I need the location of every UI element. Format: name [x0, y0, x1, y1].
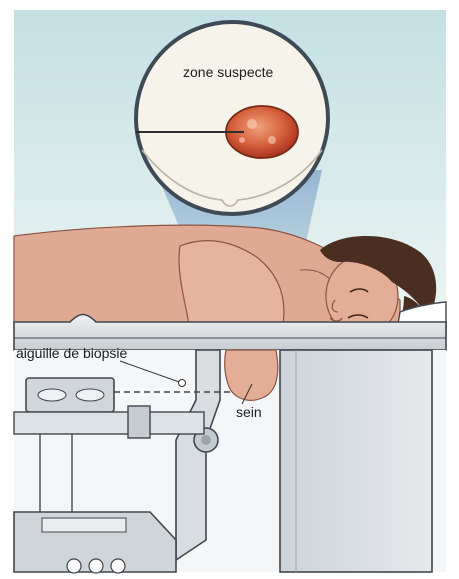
carriage-rail [14, 412, 204, 434]
lesion-highlight-3 [239, 137, 245, 143]
lesion-highlight-1 [247, 119, 257, 129]
needle-leader-dot [179, 380, 186, 387]
console-button-1 [67, 559, 81, 573]
carriage-block [128, 406, 150, 438]
label-breast: sein [236, 405, 262, 419]
console-button-2 [89, 559, 103, 573]
console-button-3 [111, 559, 125, 573]
console-display [42, 518, 126, 532]
needle-holder-window-2 [76, 389, 104, 401]
arm-pivot-center [201, 435, 211, 445]
label-suspicious-zone: zone suspecte [183, 65, 273, 79]
needle-holder-window [38, 389, 66, 401]
lesion-highlight-2 [268, 136, 276, 144]
breast [225, 350, 278, 400]
table-pedestal [280, 350, 432, 572]
label-biopsy-needle: aiguille de biopsie [16, 346, 127, 360]
